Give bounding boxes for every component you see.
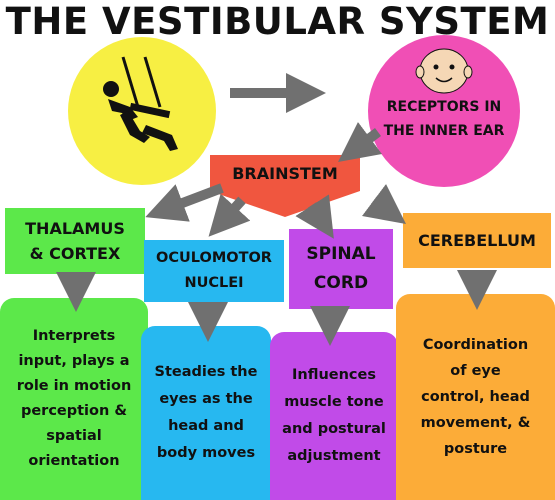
thalamus-cortex-header: THALAMUS & CORTEX xyxy=(5,208,145,274)
receptors-circle: RECEPTORS IN THE INNER EAR xyxy=(368,35,520,187)
oculomotor-nuclei-description: Steadies the eyes as the head and body m… xyxy=(141,326,271,500)
receptors-label: RECEPTORS IN THE INNER EAR xyxy=(383,99,505,139)
arrow-receptors-to-brainstem xyxy=(338,122,382,162)
spinal-cord-description: Influences muscle tone and postural adju… xyxy=(270,332,398,500)
oculomotor-nuclei-header: OCULOMOTOR NUCLEI xyxy=(144,240,284,302)
arrow-brainstem-to-cerebellum xyxy=(362,184,406,224)
thalamus-cortex-description: Interprets input, plays a role in motion… xyxy=(0,298,148,500)
brainstem-label: BRAINSTEM xyxy=(232,163,338,183)
motion-circle xyxy=(68,37,216,185)
baby-face-icon xyxy=(415,48,473,94)
arrow-brainstem-to-thalamus xyxy=(145,183,224,222)
arrow-brainstem-to-spinal xyxy=(295,194,334,239)
arrow-brainstem-to-oculomotor xyxy=(208,193,251,237)
cerebellum-description: Coordination of eye control, head moveme… xyxy=(396,294,555,500)
person-on-swing-icon xyxy=(103,56,178,151)
spinal-cord-header: SPINAL CORD xyxy=(289,229,393,309)
cerebellum-header: CEREBELLUM xyxy=(403,213,551,268)
